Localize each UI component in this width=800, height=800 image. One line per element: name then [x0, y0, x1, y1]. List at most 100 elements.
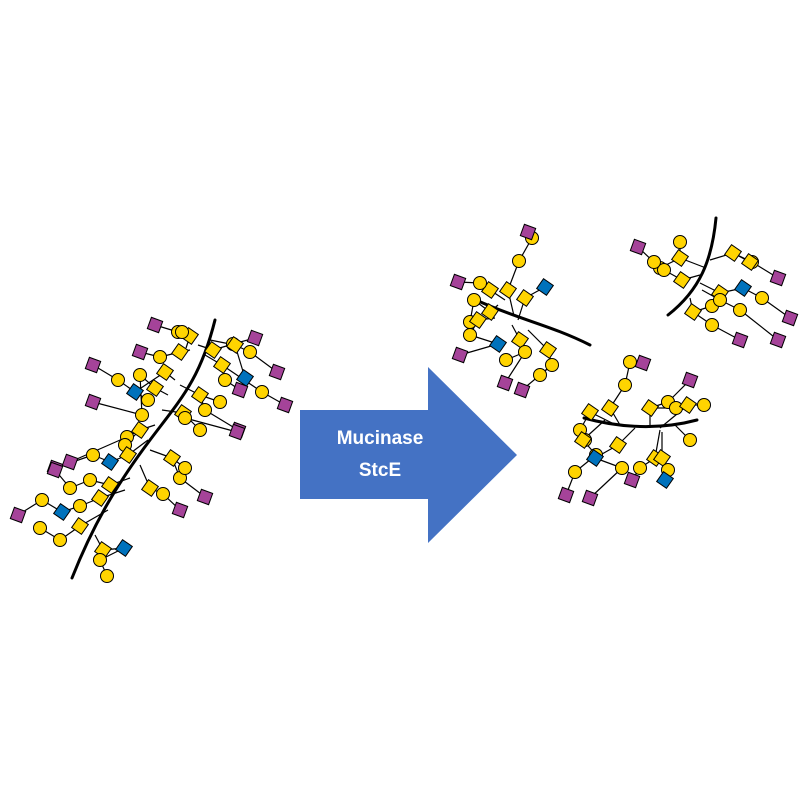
glcnac-icon: [733, 278, 753, 298]
galactose-icon: [697, 398, 711, 412]
galactose-icon: [713, 293, 727, 307]
sialic-acid-icon: [629, 238, 647, 256]
sialic-acid-icon: [781, 309, 799, 327]
sialic-acid-icon: [146, 316, 164, 334]
galnac-icon: [538, 340, 558, 360]
galactose-icon: [518, 345, 532, 359]
galnac-icon: [672, 270, 692, 290]
glcnac-icon: [125, 382, 145, 402]
sialic-acid-icon: [496, 374, 514, 392]
sialic-acid-icon: [769, 331, 787, 349]
glycan-symbols: [9, 223, 799, 583]
galactose-icon: [178, 411, 192, 425]
galnac-icon: [468, 310, 488, 330]
sialic-acid-icon: [61, 453, 79, 471]
galactose-icon: [647, 255, 661, 269]
sialic-acid-icon: [276, 396, 294, 414]
galactose-icon: [33, 521, 47, 535]
galactose-icon: [35, 493, 49, 507]
glcnac-icon: [488, 334, 508, 354]
sialic-acid-icon: [9, 506, 27, 524]
galnac-icon: [70, 516, 90, 536]
glcnac-icon: [655, 470, 675, 490]
sialic-acid-icon: [731, 331, 749, 349]
sialic-acid-icon: [46, 461, 64, 479]
sialic-acid-icon: [769, 269, 787, 287]
galnac-icon: [203, 340, 223, 360]
galnac-icon: [600, 398, 620, 418]
galactose-icon: [545, 358, 559, 372]
galactose-icon: [213, 395, 227, 409]
sialic-acid-icon: [268, 363, 286, 381]
peptide-backbones: [70, 216, 718, 580]
sialic-acid-icon: [681, 371, 699, 389]
sialic-acid-icon: [451, 346, 469, 364]
galactose-icon: [100, 569, 114, 583]
galactose-icon: [512, 254, 526, 268]
galactose-icon: [657, 263, 671, 277]
galnac-icon: [170, 342, 190, 362]
sialic-acid-icon: [519, 223, 537, 241]
galactose-icon: [243, 345, 257, 359]
sialic-acid-icon: [231, 381, 249, 399]
galactose-icon: [633, 461, 647, 475]
glcnac-icon: [100, 452, 120, 472]
glycosidic-bond: [69, 436, 128, 463]
galnac-icon: [162, 448, 182, 468]
galnac-icon: [510, 330, 530, 350]
galnac-icon: [480, 302, 500, 322]
galnac-icon: [515, 288, 535, 308]
galactose-icon: [198, 403, 212, 417]
galnac-icon: [118, 445, 138, 465]
sialic-acid-icon: [131, 343, 149, 361]
galactose-icon: [463, 328, 477, 342]
glcnac-icon: [235, 368, 255, 388]
galactose-icon: [86, 448, 100, 462]
galactose-icon: [178, 461, 192, 475]
glcnac-icon: [585, 448, 605, 468]
galnac-icon: [145, 378, 165, 398]
glycosidic-bond: [92, 401, 143, 416]
sialic-acid-icon: [84, 356, 102, 374]
sialic-acid-icon: [449, 273, 467, 291]
sialic-acid-icon: [634, 354, 652, 372]
galactose-icon: [156, 487, 170, 501]
galnac-icon: [498, 280, 518, 300]
galnac-icon: [670, 248, 690, 268]
galactose-icon: [683, 433, 697, 447]
galactose-icon: [83, 473, 97, 487]
galactose-icon: [467, 293, 481, 307]
galactose-icon: [669, 401, 683, 415]
galactose-icon: [175, 325, 189, 339]
galnac-icon: [573, 430, 593, 450]
galactose-icon: [568, 465, 582, 479]
sialic-acid-icon: [513, 381, 531, 399]
sialic-acid-icon: [171, 501, 189, 519]
sialic-acid-icon: [228, 423, 246, 441]
galactose-icon: [615, 461, 629, 475]
galnac-icon: [723, 243, 743, 263]
sialic-acid-icon: [581, 489, 599, 507]
galactose-icon: [133, 368, 147, 382]
galnac-icon: [140, 478, 160, 498]
arrow-label-line2: StcE: [359, 460, 401, 481]
galactose-icon: [499, 353, 513, 367]
sialic-acid-icon: [623, 471, 641, 489]
glycosidic-bond: [739, 309, 779, 341]
glycosidic-bond: [589, 467, 623, 499]
galactose-icon: [153, 350, 167, 364]
galactose-icon: [473, 276, 487, 290]
galactose-icon: [63, 481, 77, 495]
galnac-icon: [652, 448, 672, 468]
galnac-icon: [155, 362, 175, 382]
sialic-acid-icon: [84, 393, 102, 411]
galnac-icon: [678, 395, 698, 415]
galactose-icon: [255, 385, 269, 399]
galnac-icon: [130, 420, 150, 440]
fragment-2-backbone: [666, 216, 718, 317]
galnac-icon: [100, 475, 120, 495]
galactose-icon: [755, 291, 769, 305]
glycosidic-bond: [184, 417, 238, 433]
galactose-icon: [73, 499, 87, 513]
